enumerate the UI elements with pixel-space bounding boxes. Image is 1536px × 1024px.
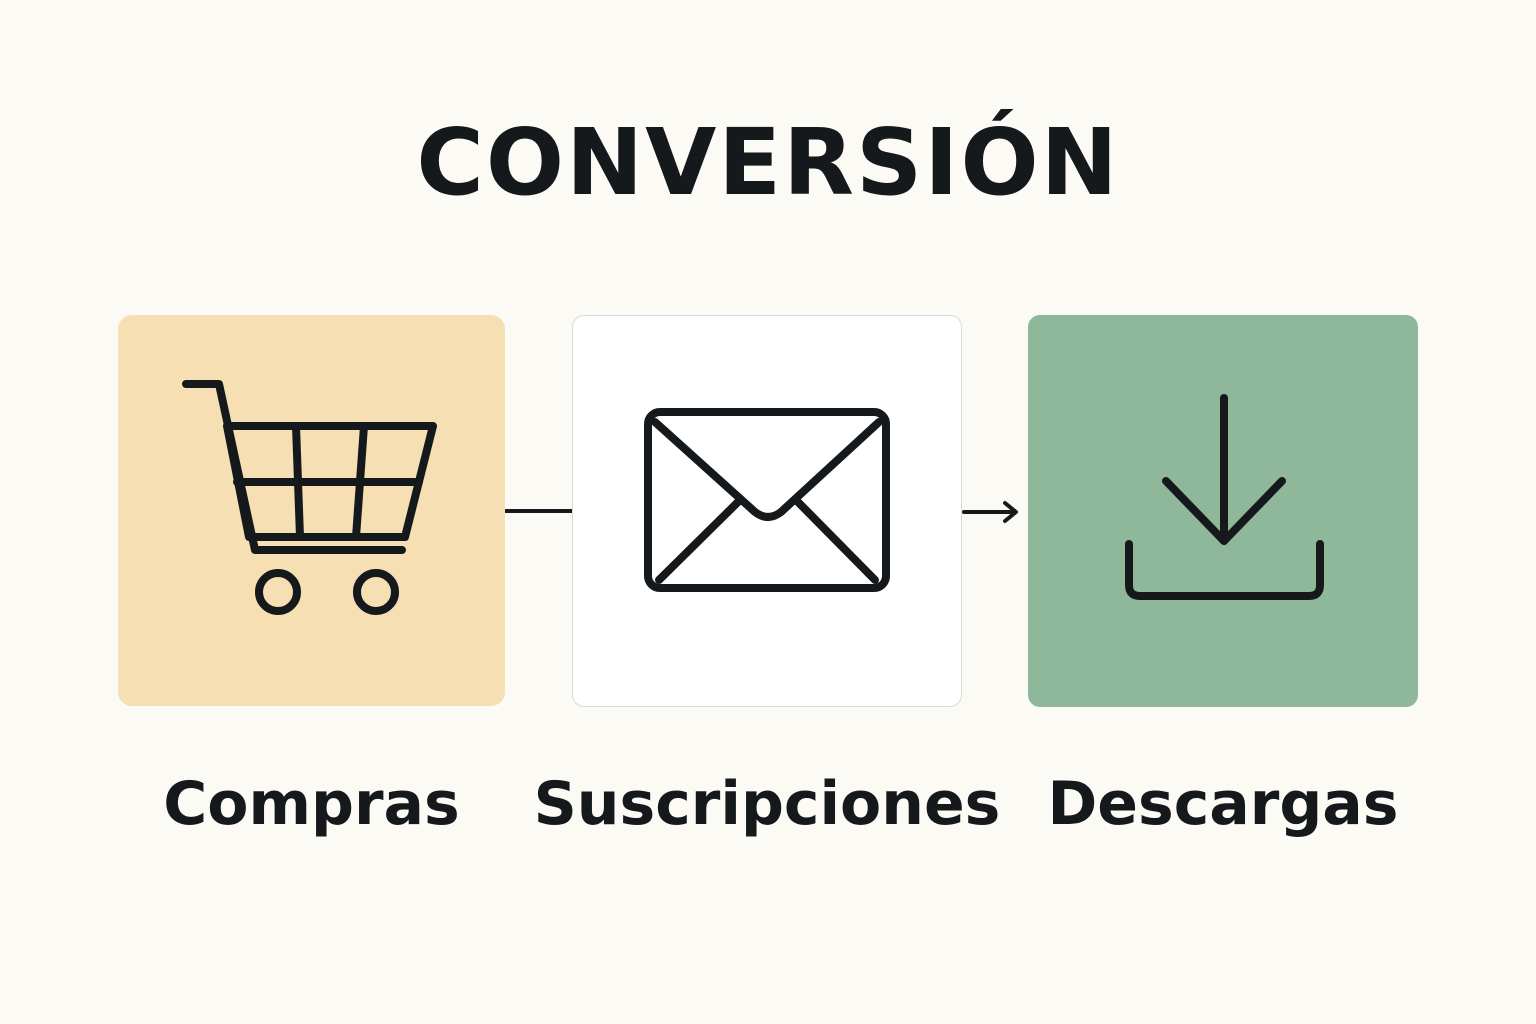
- shopping-cart-icon: [182, 380, 437, 615]
- diagram-title: CONVERSIÓN: [416, 109, 1120, 216]
- download-icon: [1125, 394, 1324, 600]
- step-box-suscripciones: [572, 315, 962, 707]
- step-label-compras: Compras: [163, 769, 460, 839]
- envelope-icon: [644, 408, 890, 592]
- step-label-suscripciones: Suscripciones: [533, 769, 1001, 839]
- connector-arrow-2: [962, 501, 1018, 523]
- step-box-compras: [118, 315, 505, 706]
- step-box-descargas: [1028, 315, 1418, 707]
- step-label-descargas: Descargas: [1047, 769, 1399, 839]
